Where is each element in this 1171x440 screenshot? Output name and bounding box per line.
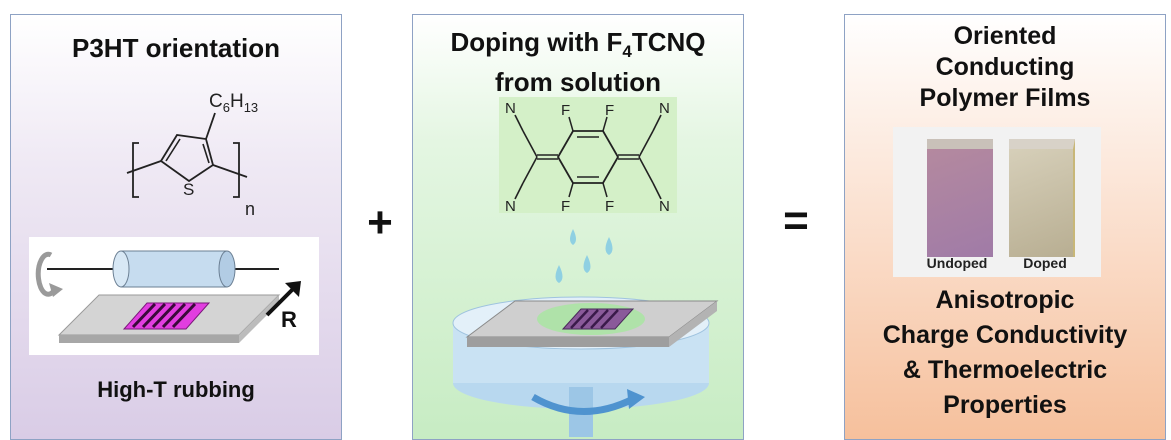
spin-rotation-arrow-icon <box>531 387 645 437</box>
doping-panel-title: Doping with F4TCNQ from solution <box>450 27 706 98</box>
doped-film-stripes <box>537 303 645 335</box>
hexyl-substituent-label: C6H13 <box>209 91 258 115</box>
doping-panel: Doping with F4TCNQ from solution N N N N <box>412 14 744 440</box>
nitrogen-atom-label: N <box>505 198 516 215</box>
rubbing-direction-label: R <box>281 307 297 332</box>
plus-operator: + <box>367 198 393 247</box>
p3ht-structure: S C6H13 n <box>126 91 258 219</box>
fluorine-atom-label: F <box>605 198 614 215</box>
equals-operator: = <box>783 196 809 245</box>
film-photo: Undoped Doped <box>893 127 1101 277</box>
nitrogen-atom-label: N <box>659 198 670 215</box>
rubbed-film-stripes <box>122 302 211 330</box>
p3ht-orientation-panel: P3HT orientation S C6H13 n <box>10 14 342 440</box>
fluorine-atom-label: F <box>605 102 614 119</box>
undoped-label: Undoped <box>926 255 988 271</box>
rubbing-direction-arrow-icon <box>265 281 301 317</box>
anisotropic-properties-text: Anisotropic Charge Conductivity & Thermo… <box>882 286 1128 419</box>
f4tcnq-structure: N N N N F F F F <box>499 97 677 215</box>
fluorine-atom-label: F <box>561 102 570 119</box>
fluorine-atom-label: F <box>561 198 570 215</box>
undoped-film-sample <box>927 139 993 257</box>
solution-droplets-icon <box>555 229 613 283</box>
doped-label: Doped <box>1023 255 1067 271</box>
p3ht-panel-title: P3HT orientation <box>71 33 280 63</box>
oriented-films-title: Oriented Conducting Polymer Films <box>919 22 1091 112</box>
doped-film-sample <box>1009 139 1075 257</box>
high-t-rubbing-label: High-T rubbing <box>97 377 255 402</box>
rubbing-setup-illustration: R <box>29 237 319 355</box>
sulfur-atom-label: S <box>183 180 194 199</box>
nitrogen-atom-label: N <box>659 100 670 117</box>
roller-cylinder <box>112 250 236 288</box>
nitrogen-atom-label: N <box>505 100 516 117</box>
rotation-arrow-icon <box>35 251 63 297</box>
repeat-subscript-n: n <box>245 199 255 219</box>
spin-coating-illustration <box>452 229 719 437</box>
result-panel: Oriented Conducting Polymer Films Undope… <box>844 14 1166 440</box>
